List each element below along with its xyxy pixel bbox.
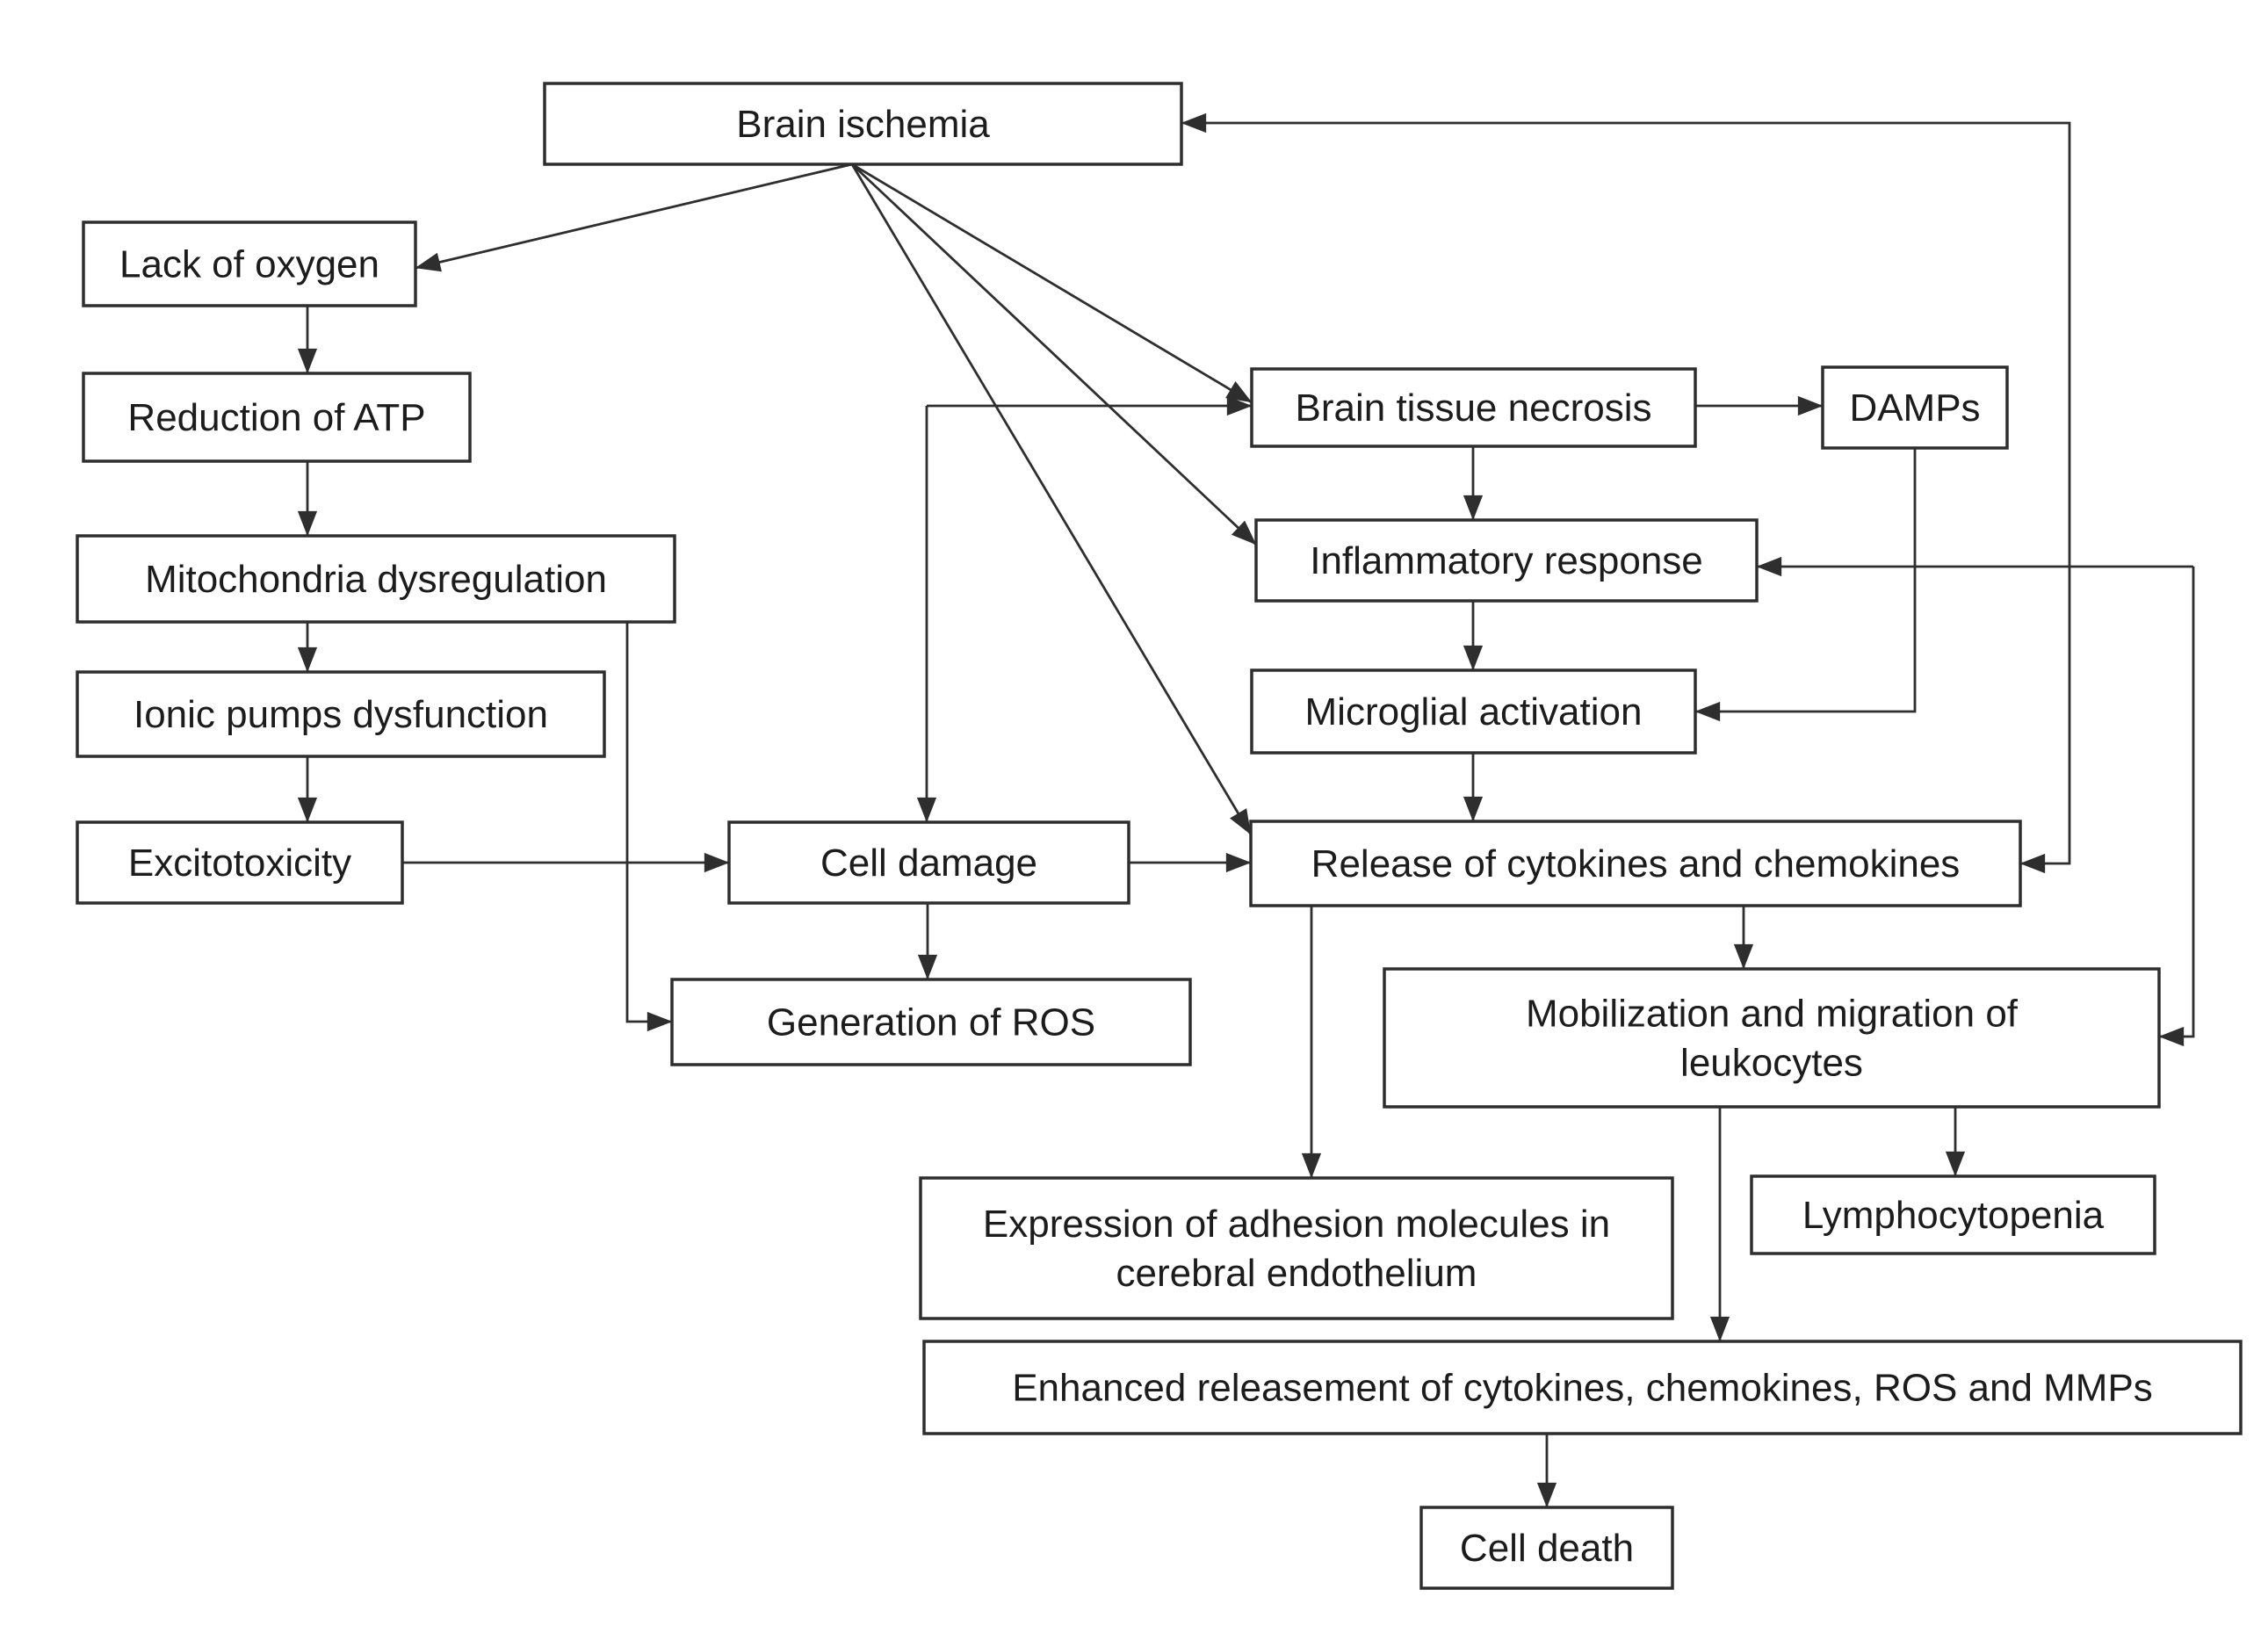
node-inflammatory-response: Inflammatory response xyxy=(1254,518,1759,603)
node-label-lack-of-oxygen: Lack of oxygen xyxy=(119,243,379,286)
node-cell-damage: Cell damage xyxy=(727,820,1130,905)
node-box-lymphocytopenia xyxy=(1750,1174,2156,1255)
arrow-feedback-to-mobilization xyxy=(2158,567,2195,1047)
node-box-enhanced-releasement xyxy=(922,1340,2243,1435)
node-label-damps: DAMPs xyxy=(1849,387,1980,430)
node-label-reduction-of-atp: Reduction of ATP xyxy=(127,396,425,439)
node-lymphocytopenia: Lymphocytopenia xyxy=(1750,1174,2156,1255)
node-label-brain-tissue-necrosis: Brain tissue necrosis xyxy=(1296,387,1652,430)
arrow-feedback-to-ischemia xyxy=(1181,112,2071,567)
node-label-inflammatory-response: Inflammatory response xyxy=(1310,539,1703,582)
node-cell-death: Cell death xyxy=(1419,1506,1674,1590)
node-box-ionic-pumps-dysfunction xyxy=(76,670,606,758)
node-enhanced-releasement: Enhanced releasement of cytokines, chemo… xyxy=(922,1340,2243,1435)
node-box-reduction-of-atp xyxy=(82,372,472,463)
node-box-brain-ischemia xyxy=(543,82,1183,166)
node-box-cell-damage xyxy=(727,820,1130,905)
node-label-brain-ischemia: Brain ischemia xyxy=(736,103,990,146)
node-box-release-cytokines xyxy=(1249,820,2022,907)
node-box-mobilization-leukocytes xyxy=(1383,967,2161,1109)
node-excitotoxicity: Excitotoxicity xyxy=(76,820,404,905)
node-brain-tissue-necrosis: Brain tissue necrosis xyxy=(1250,367,1697,448)
node-label-excitotoxicity: Excitotoxicity xyxy=(128,842,351,885)
node-box-inflammatory-response xyxy=(1254,518,1759,603)
node-label-mitochondria-dysregulation: Mitochondria dysregulation xyxy=(145,558,607,601)
node-generation-of-ros: Generation of ROS xyxy=(670,978,1192,1066)
node-release-cytokines: Release of cytokines and chemokines xyxy=(1249,820,2022,907)
node-label-generation-of-ros: Generation of ROS xyxy=(767,1001,1095,1044)
node-label-ionic-pumps-dysfunction: Ionic pumps dysfunction xyxy=(134,693,548,736)
node-ionic-pumps-dysfunction: Ionic pumps dysfunction xyxy=(76,670,606,758)
node-box-cell-death xyxy=(1419,1506,1674,1590)
node-label-microglial-activation: Microglial activation xyxy=(1305,690,1643,733)
arrow-mitochondria-to-ros xyxy=(625,622,673,1032)
node-box-damps xyxy=(1821,365,2009,450)
node-box-expression-adhesion xyxy=(919,1176,1674,1320)
arrow-damps-to-microglial xyxy=(1694,448,1917,722)
node-label-cell-damage: Cell damage xyxy=(820,842,1037,885)
arrow-feedback-to-release xyxy=(2019,567,2071,874)
node-box-microglial-activation xyxy=(1250,668,1697,755)
node-microglial-activation: Microglial activation xyxy=(1250,668,1697,755)
node-mitochondria-dysregulation: Mitochondria dysregulation xyxy=(76,534,676,624)
node-label-release-cytokines: Release of cytokines and chemokines xyxy=(1311,842,1961,885)
node-damps: DAMPs xyxy=(1821,365,2009,450)
node-box-lack-of-oxygen xyxy=(82,220,417,307)
node-reduction-of-atp: Reduction of ATP xyxy=(82,372,472,463)
arrow-ischemia-to-oxygen xyxy=(415,163,853,272)
arrow-ischemia-to-inflammatory xyxy=(851,163,1257,546)
node-label-cell-death: Cell death xyxy=(1460,1527,1634,1570)
node-box-brain-tissue-necrosis xyxy=(1250,367,1697,448)
node-lack-of-oxygen: Lack of oxygen xyxy=(82,220,417,307)
node-box-mitochondria-dysregulation xyxy=(76,534,676,624)
node-brain-ischemia: Brain ischemia xyxy=(543,82,1183,166)
arrow-ischemia-to-release xyxy=(850,163,1253,835)
node-label-enhanced-releasement: Enhanced releasement of cytokines, chemo… xyxy=(1012,1367,2153,1410)
arrow-ischemia-to-necrosis xyxy=(851,163,1253,404)
node-box-generation-of-ros xyxy=(670,978,1192,1066)
node-box-excitotoxicity xyxy=(76,820,404,905)
node-label-lymphocytopenia: Lymphocytopenia xyxy=(1802,1194,2105,1237)
